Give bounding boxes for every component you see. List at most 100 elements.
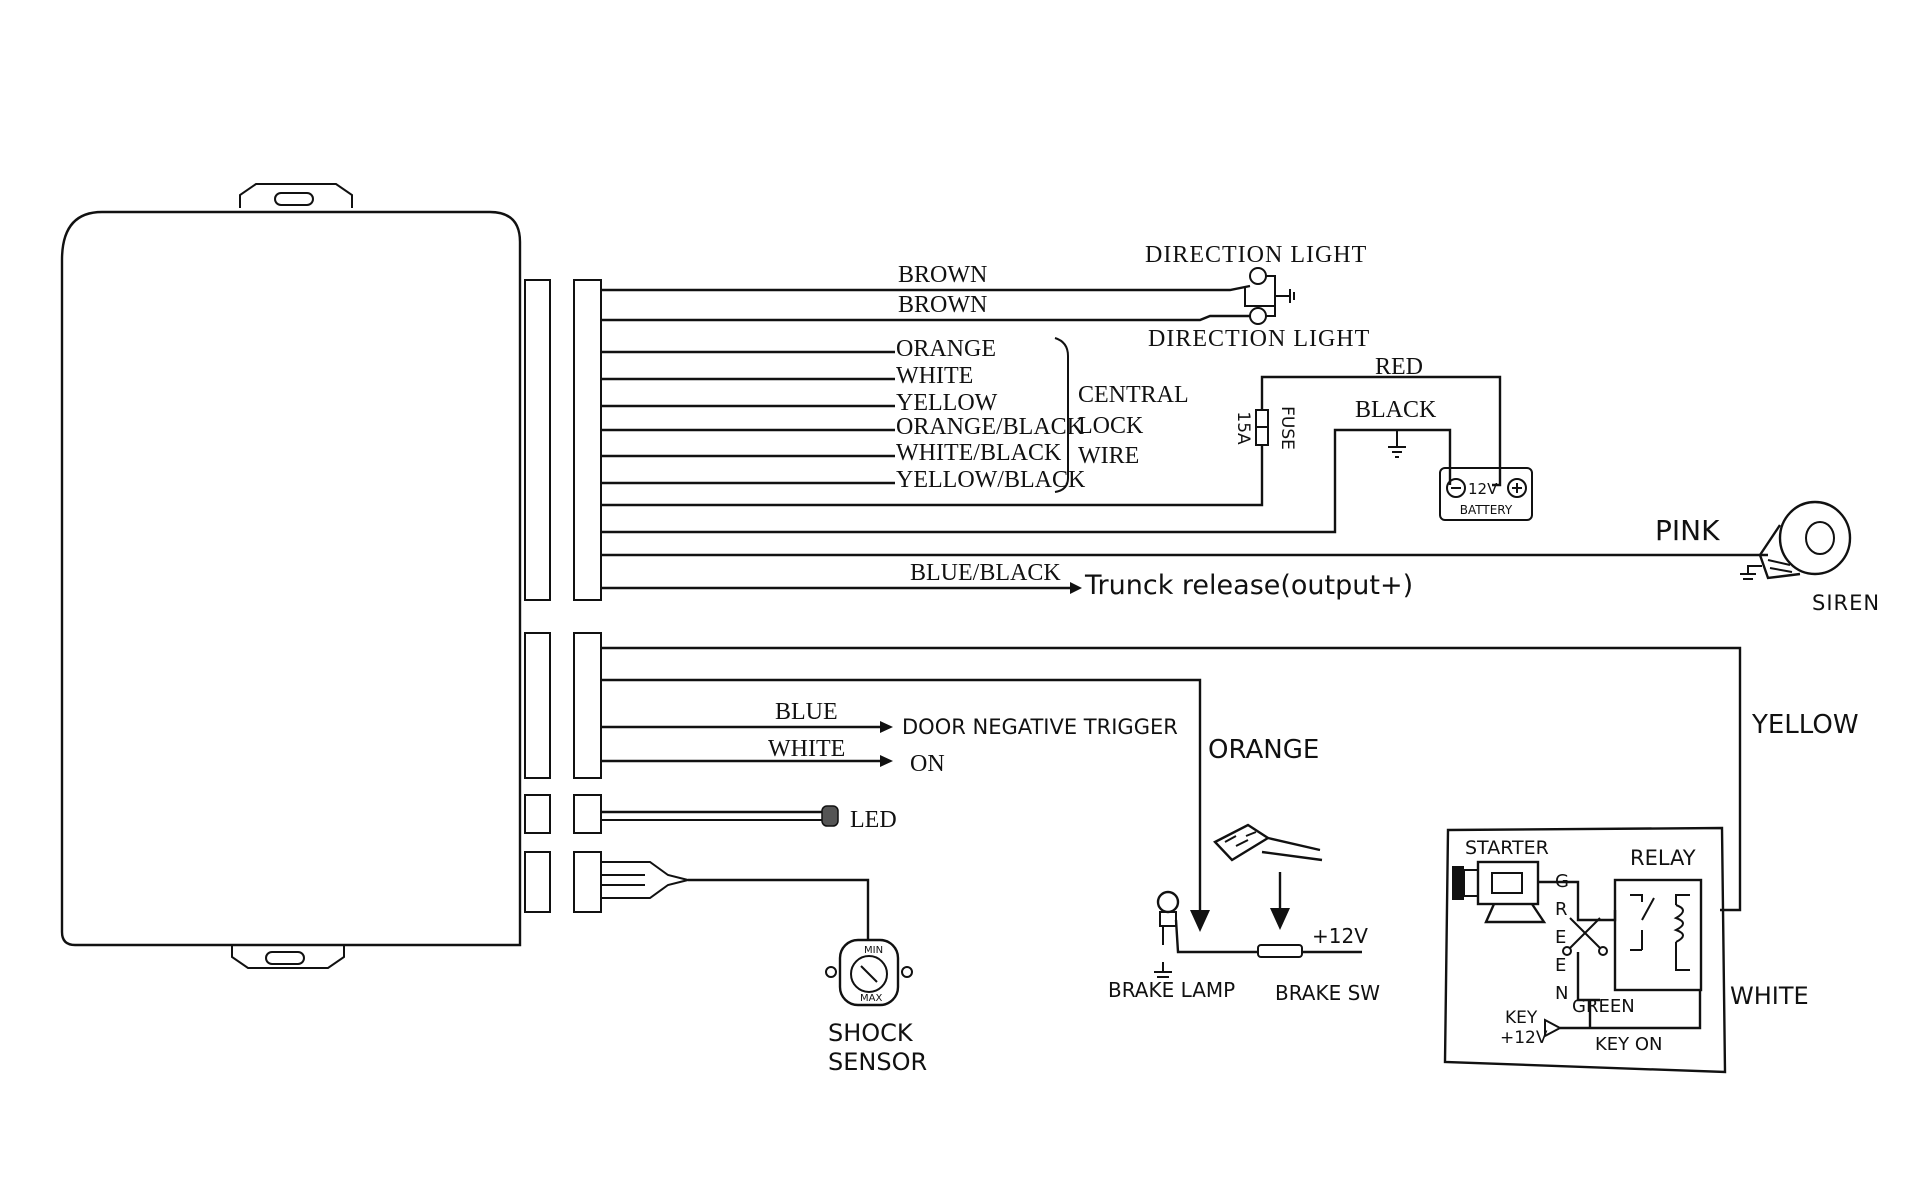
direction-light-wiring: BROWN BROWN DIRECTION LIGHT DIRECTION LI… [601, 242, 1369, 352]
key-on-label: KEY ON [1595, 1034, 1663, 1055]
connector-block-1-right [573, 279, 602, 601]
green-vertical-r: R [1555, 899, 1568, 920]
black-wire-label: BLACK [1355, 397, 1437, 423]
fuse-label: FUSE [1277, 406, 1297, 450]
brake-lamp-ground-icon [1154, 962, 1172, 978]
central-lock-label-1: CENTRAL [1078, 382, 1189, 408]
door-trigger-label: DOOR NEGATIVE TRIGGER [902, 715, 1178, 739]
siren-label: SIREN [1812, 591, 1880, 615]
door-trigger-arrow [880, 721, 893, 733]
orange-wire-label: ORANGE [896, 336, 996, 362]
control-unit-bottom-tab [231, 945, 345, 969]
orange-black-wire-label: ORANGE/BLACK [896, 414, 1085, 440]
brake-orange-arrow [1190, 910, 1210, 932]
brake-switch-icon [1257, 944, 1303, 958]
red-power-wire [601, 375, 1502, 507]
connector-block-4-right [573, 851, 602, 913]
connector-block-2-right [573, 632, 602, 779]
on-label: ON [910, 751, 945, 777]
black-ground-icon [1388, 430, 1406, 458]
key-connector-icon [1544, 1018, 1563, 1038]
green-vertical-e2: E [1555, 955, 1566, 976]
led-label: LED [850, 807, 897, 833]
starter-label: STARTER [1465, 837, 1549, 859]
connector-block-1-left [524, 279, 551, 601]
door-trigger-wiring: BLUE DOOR NEGATIVE TRIGGER WHITE ON [601, 699, 1178, 777]
plus12v-label: +12V [1312, 924, 1368, 948]
control-unit-bottom-slot [265, 951, 305, 965]
starter-motor-icon [1452, 860, 1547, 924]
siren-icon [1740, 500, 1852, 580]
shock-min-label: MIN [864, 945, 883, 956]
led-wiring: LED [601, 805, 897, 833]
brake-pedal-icon [1213, 823, 1323, 862]
shock-sensor-icon: MIN MAX [825, 938, 913, 1007]
control-unit [60, 183, 602, 969]
on-arrow [880, 755, 893, 767]
cut-wire-scissors-icon [1562, 917, 1608, 956]
yellow-wire-label: YELLOW [896, 390, 998, 416]
yellow-right-wire-label: YELLOW [1751, 710, 1859, 740]
battery-minus-icon [1446, 478, 1466, 498]
central-lock-label-2: LOCK [1078, 413, 1144, 439]
direction-light-1-bulb [1249, 267, 1267, 285]
trunk-release-arrow [1070, 582, 1082, 594]
battery-label: BATTERY [1460, 503, 1513, 517]
shock-sensor-label-2: SENSOR [828, 1048, 927, 1076]
shock-sensor-plug [601, 861, 689, 899]
shock-sensor-label-1: SHOCK [828, 1019, 914, 1047]
connector-block-3-right [573, 794, 602, 834]
shock-max-label: MAX [860, 993, 882, 1004]
central-lock-bracket [1054, 337, 1069, 493]
battery-plus-icon [1507, 478, 1527, 498]
shock-sensor-wiring: MIN MAX SHOCK SENSOR [601, 861, 927, 1076]
green-vertical-e1: E [1555, 927, 1566, 948]
siren-wiring: PINK SIREN [601, 500, 1880, 615]
white-black-wire-label: WHITE/BLACK [896, 440, 1062, 466]
key-label-2: +12V [1500, 1028, 1548, 1048]
key-label-1: KEY [1505, 1008, 1538, 1028]
white-on-wire-label: WHITE [768, 736, 845, 762]
green-vertical-n: N [1555, 983, 1568, 1004]
shock-sensor-dial-icon [850, 955, 888, 993]
green-label: GREEN [1572, 996, 1635, 1017]
pink-wire-label: PINK [1655, 514, 1720, 547]
central-lock-wiring: ORANGE WHITE YELLOW ORANGE/BLACK WHITE/B… [601, 336, 1189, 493]
power-wiring: 15A FUSE RED BLACK 12V BATTERY [601, 354, 1533, 534]
battery-voltage-label: 12V [1468, 480, 1498, 498]
black-ground-wire [601, 428, 1452, 534]
blue-black-wire-label: BLUE/BLACK [910, 560, 1061, 586]
brake-lamp-label: BRAKE LAMP [1108, 978, 1235, 1002]
central-lock-label-3: WIRE [1078, 443, 1139, 469]
control-unit-top-tab [239, 183, 353, 208]
control-unit-top-slot [274, 192, 314, 206]
connector-block-2-left [524, 632, 551, 779]
brake-wiring: ORANGE +12V BRAKE LAMP BRAKE SW [601, 678, 1380, 1005]
orange-brake-wire-label: ORANGE [1208, 735, 1319, 765]
pink-siren-wire [601, 553, 1768, 557]
yellow-starter-wiring: YELLOW [601, 646, 1859, 912]
direction-light-1-label: DIRECTION LIGHT [1145, 242, 1367, 268]
battery-body [1439, 467, 1533, 521]
direction-light-ground-icon [1275, 289, 1295, 303]
red-wire-label: RED [1375, 354, 1423, 380]
control-unit-body [60, 210, 522, 947]
brake-pedal-arrow [1270, 908, 1290, 930]
white-wire-label: WHITE [896, 363, 973, 389]
trunk-release-wiring: BLUE/BLACK Trunck release(output+) [601, 560, 1413, 601]
siren-ground-icon [1740, 565, 1762, 580]
connector-block-3-left [524, 794, 551, 834]
relay-icon [1613, 878, 1703, 992]
yellow-black-wire-label: YELLOW/BLACK [896, 467, 1086, 493]
brown-wire-1-label: BROWN [898, 262, 987, 288]
direction-light-2-bulb [1249, 307, 1267, 325]
fuse-rating-label: 15A [1233, 411, 1253, 445]
battery: 12V BATTERY [1439, 467, 1533, 521]
connector-block-4-left [524, 851, 551, 913]
relay-label: RELAY [1630, 846, 1696, 870]
starter-relay-box: STARTER G R E E N RELAY GREEN KEY +12V [1443, 826, 1809, 1074]
relay-coil-icon [1673, 904, 1684, 943]
relay-box-frame [1443, 826, 1727, 1074]
brake-lamp-icon [1154, 890, 1180, 978]
